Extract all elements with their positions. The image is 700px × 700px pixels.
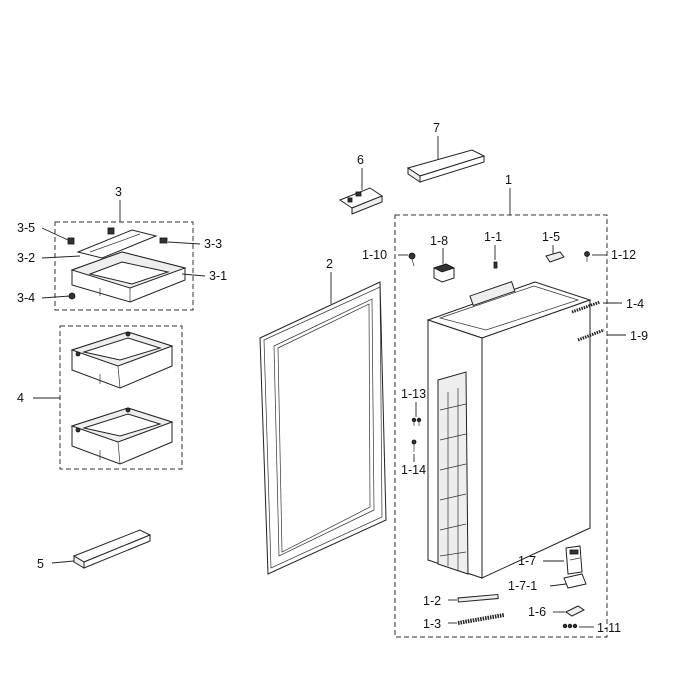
label-1-7-1: 1-7-1	[508, 579, 537, 593]
label-5: 5	[37, 557, 44, 571]
clip-3-3	[159, 237, 168, 244]
group-1-dashed-box	[394, 214, 608, 638]
label-1-13: 1-13	[401, 387, 426, 401]
label-1-2: 1-2	[423, 594, 441, 608]
label-3-4: 3-4	[17, 291, 35, 305]
label-1-11: 1-11	[597, 621, 621, 635]
label-1-9: 1-9	[630, 329, 648, 343]
part-7-cover: 7	[406, 121, 486, 183]
part-2-gasket: 2	[259, 257, 387, 575]
label-1-12: 1-12	[611, 248, 636, 262]
group-3-dashed-box	[54, 221, 194, 311]
label-3: 3	[115, 185, 122, 199]
basket-lower	[70, 407, 174, 465]
label-1-10: 1-10	[362, 248, 387, 262]
screw-1-14	[411, 439, 417, 452]
clip-3-5	[67, 237, 75, 245]
label-3-5: 3-5	[17, 221, 35, 235]
pin-1-1	[493, 261, 498, 269]
clip-top	[107, 227, 115, 235]
screws-1-13	[411, 417, 422, 426]
block-1-8	[432, 263, 456, 283]
basket-upper	[70, 331, 174, 389]
screw-1-10	[408, 252, 416, 267]
label-4: 4	[17, 391, 24, 405]
screws-1-11	[562, 623, 578, 629]
group-1-door-assembly: 1 1-10 1	[362, 173, 648, 638]
strip-1-3	[457, 613, 505, 625]
label-2: 2	[326, 257, 333, 271]
door-body	[426, 281, 592, 579]
cap-1-6	[565, 605, 585, 617]
label-1-5: 1-5	[542, 230, 560, 244]
part-5-bar: 5	[37, 529, 152, 571]
basket-cover-3-2	[76, 229, 158, 259]
label-1-14: 1-14	[401, 463, 426, 477]
spring-1-9	[577, 328, 605, 342]
label-1: 1	[505, 173, 512, 187]
label-1-3: 1-3	[423, 617, 441, 631]
label-6: 6	[357, 153, 364, 167]
label-1-1: 1-1	[484, 230, 502, 244]
plate-1-7-1	[563, 573, 587, 589]
label-1-6: 1-6	[528, 605, 546, 619]
label-1-4: 1-4	[626, 297, 644, 311]
group-3-top-basket: 3 3-5 3-2 3-4 3-3 3-1	[17, 185, 227, 311]
group-4-dashed-box	[59, 325, 183, 470]
label-3-3: 3-3	[204, 237, 222, 251]
label-7: 7	[433, 121, 440, 135]
label-1-7: 1-7	[518, 554, 536, 568]
part-6-hinge: 6	[338, 153, 384, 215]
label-3-1: 3-1	[209, 269, 227, 283]
group-4-baskets: 4	[17, 325, 183, 470]
hinge-1-7	[565, 545, 583, 575]
cap-1-5	[545, 251, 565, 263]
label-3-2: 3-2	[17, 251, 35, 265]
label-1-8: 1-8	[430, 234, 448, 248]
screw-1-12	[584, 251, 590, 262]
strip-1-2	[457, 593, 499, 603]
basket-tray-3-1	[70, 251, 187, 303]
